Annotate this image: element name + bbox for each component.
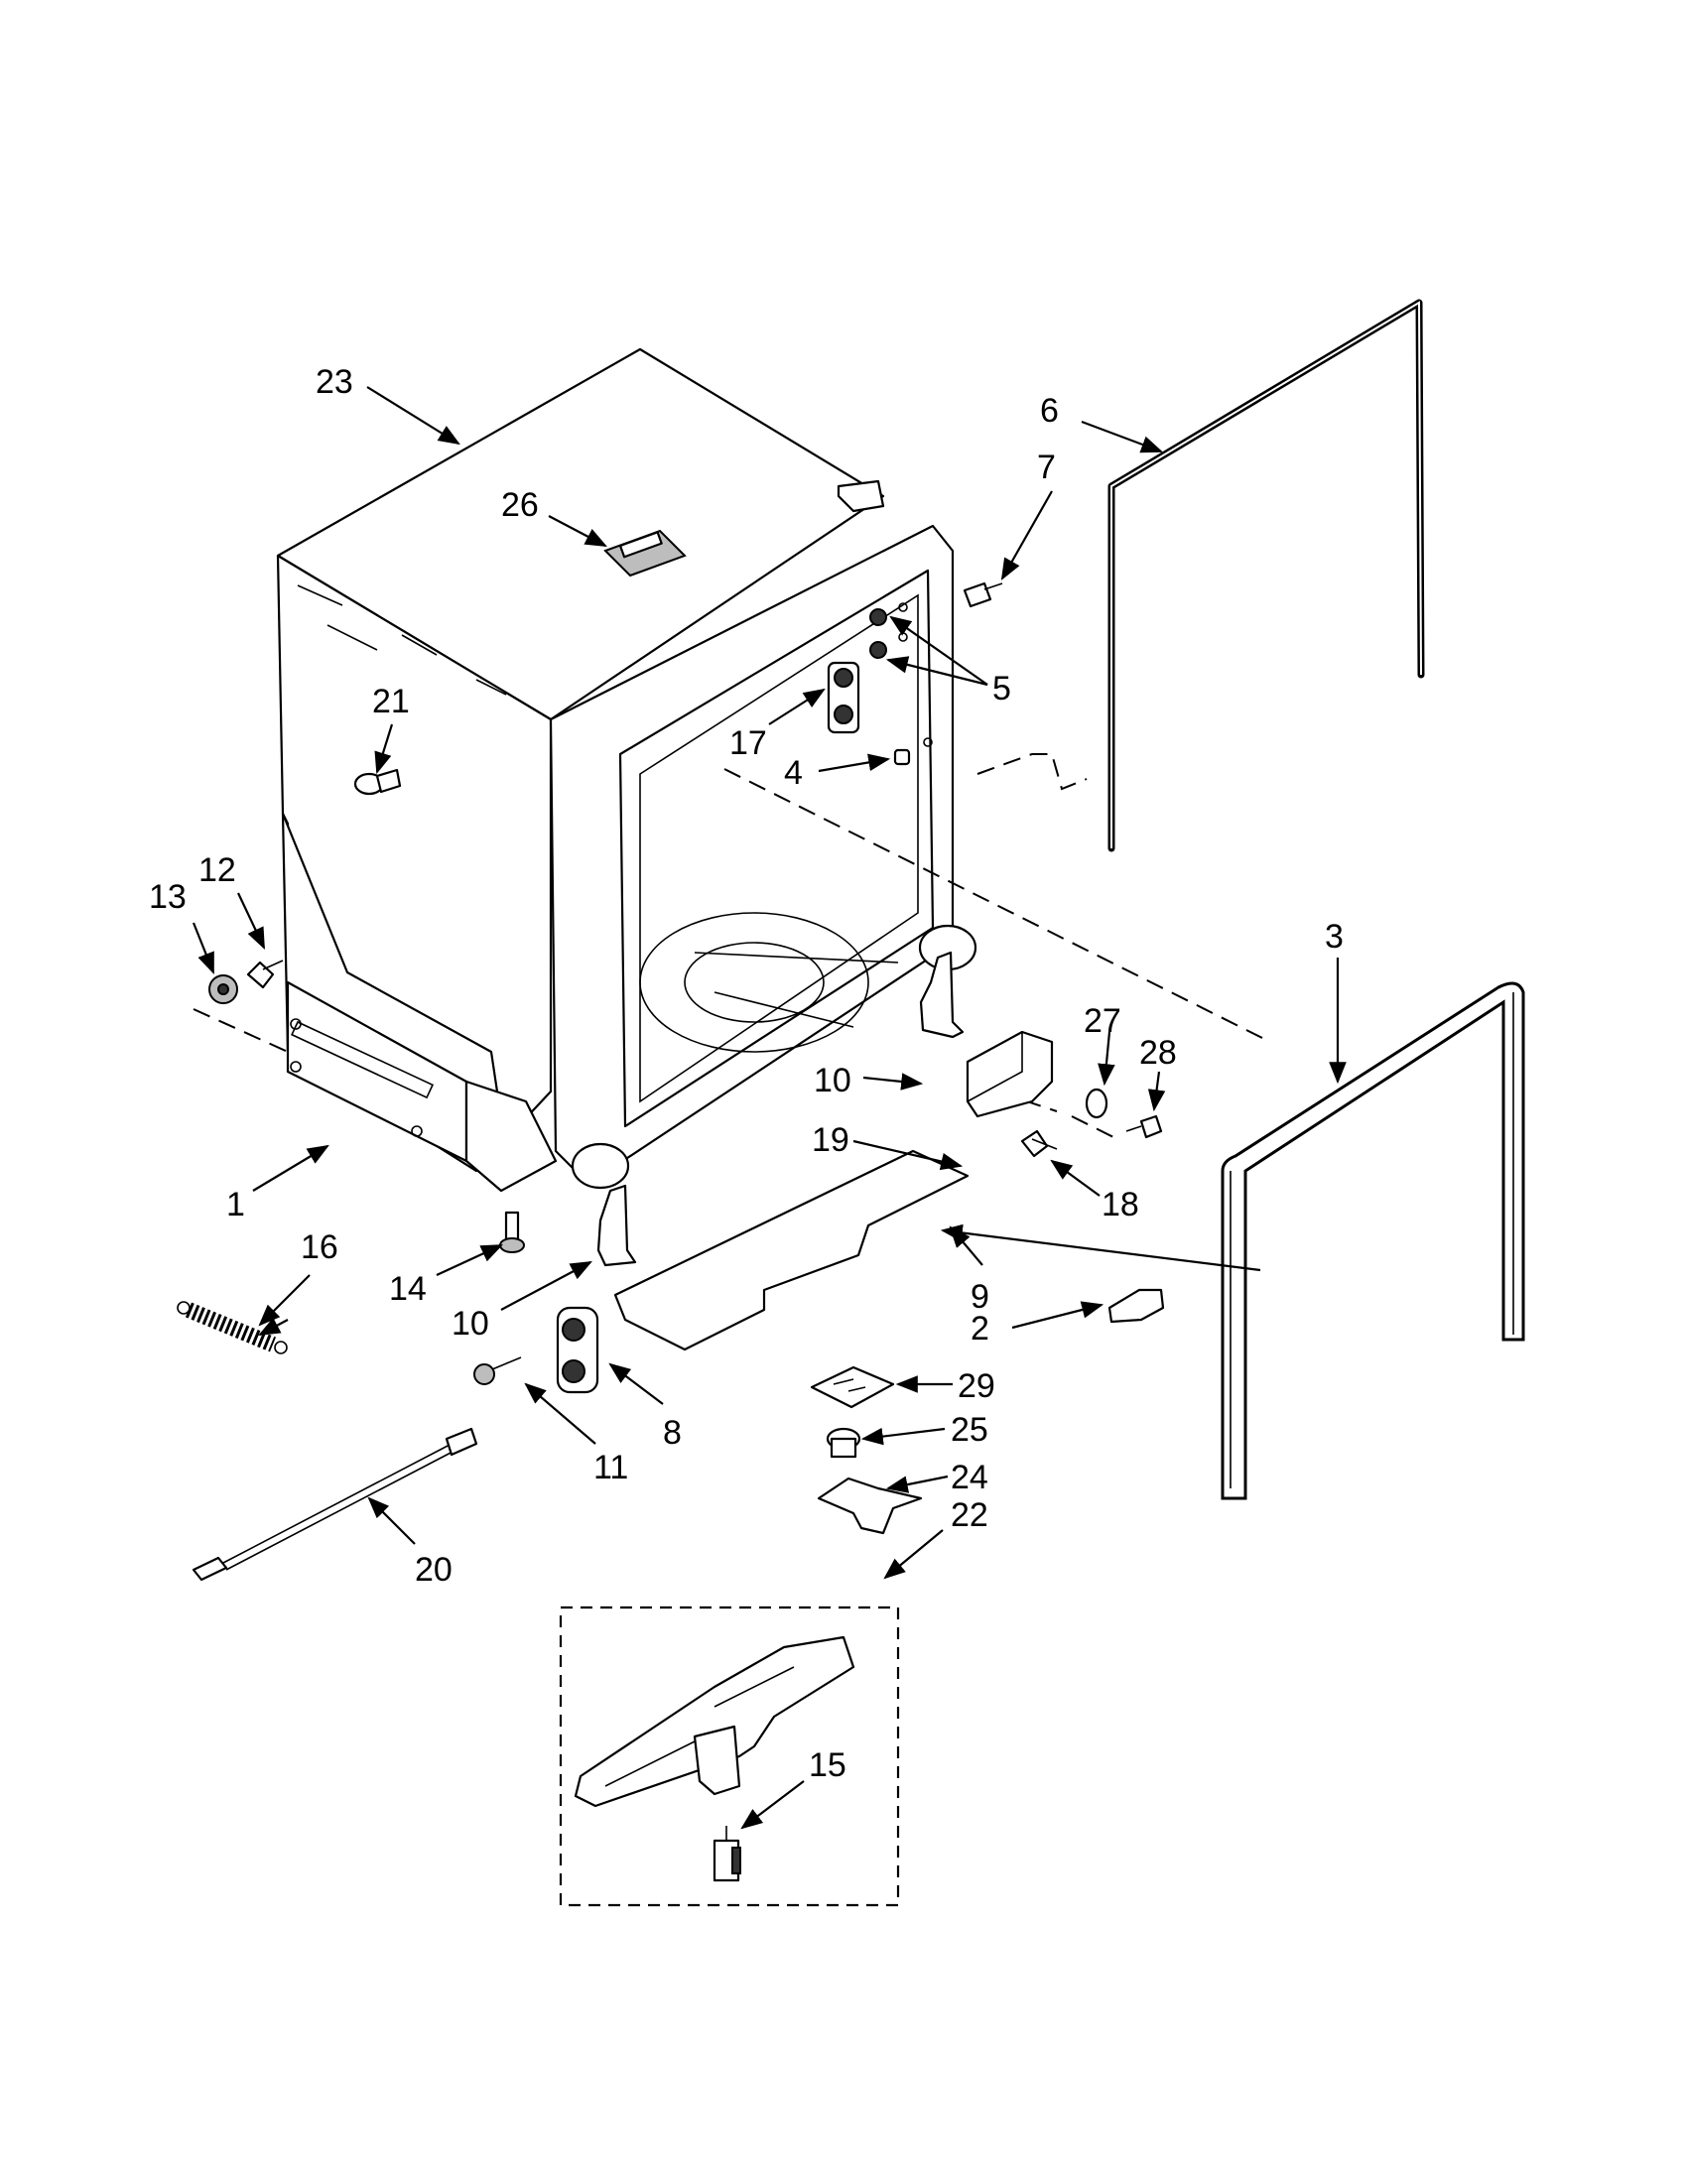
callout-7: 7 (1037, 449, 1056, 486)
alignment-line (193, 1008, 289, 1053)
part-11-screw (473, 1356, 522, 1385)
alignment-line (723, 768, 1271, 1043)
callout-11: 11 (593, 1449, 628, 1486)
part-28-screw (1125, 1114, 1163, 1139)
part-10-lower-bracket (596, 1184, 637, 1267)
callout-14: 14 (389, 1270, 427, 1308)
part-5-washers (869, 602, 908, 659)
callout-6: 6 (1040, 392, 1059, 430)
part-8-hinge-bracket (556, 1306, 599, 1394)
callout-23: 23 (316, 363, 353, 401)
callout-12: 12 (198, 851, 236, 889)
callouts: 23 26 21 6 7 5 17 4 3 12 13 10 27 28 19 … (149, 363, 1347, 1830)
tub-assembly (276, 347, 977, 1193)
part-26-label (603, 529, 687, 578)
callout-21: 21 (372, 683, 410, 720)
callout-8: 8 (663, 1414, 682, 1452)
part-7-screw (963, 581, 1003, 608)
callout-10-lower: 10 (452, 1305, 489, 1343)
part-25-switch (826, 1427, 861, 1459)
part-24-bracket (817, 1477, 923, 1535)
part-14-leg (499, 1211, 525, 1253)
part-20-cable (192, 1427, 478, 1582)
callout-28: 28 (1139, 1034, 1177, 1072)
callout-19: 19 (812, 1121, 849, 1159)
callout-3: 3 (1325, 918, 1344, 956)
part-19-cover (966, 1030, 1054, 1118)
part-17-hinge-bracket (827, 661, 860, 734)
part-10-upper-bracket (919, 951, 965, 1039)
part-13-nut (208, 974, 238, 1004)
callout-25: 25 (951, 1411, 988, 1449)
callout-2: 2 (971, 1310, 989, 1348)
callout-5: 5 (992, 670, 1011, 707)
part-6-gasket (1107, 299, 1425, 852)
callout-1: 1 (226, 1186, 245, 1223)
callout-16: 16 (301, 1228, 338, 1266)
callout-15: 15 (809, 1746, 846, 1784)
callout-24: 24 (951, 1459, 988, 1496)
callout-17: 17 (729, 724, 767, 762)
part-18-screw (1020, 1129, 1058, 1158)
part-22-float-assembly (574, 1635, 855, 1808)
callout-20: 20 (415, 1551, 453, 1589)
part-2-clip (1107, 1288, 1165, 1324)
callout-18: 18 (1102, 1186, 1139, 1223)
callout-9: 9 (971, 1278, 989, 1316)
callout-13: 13 (149, 878, 187, 916)
part-4-bumper (893, 737, 933, 766)
part-12-screw (246, 960, 284, 989)
part-15-switch (713, 1826, 741, 1882)
callout-22: 22 (951, 1496, 988, 1534)
part-9-shield (613, 1149, 970, 1351)
part-29-pad (810, 1365, 895, 1409)
part-16-spring (177, 1301, 288, 1354)
part-27-clip (1085, 1088, 1108, 1119)
part-3-gasket (1221, 981, 1525, 1500)
callout-4: 4 (784, 754, 803, 792)
callout-10-upper: 10 (814, 1062, 851, 1099)
callout-27: 27 (1084, 1002, 1121, 1040)
part-22-group-box (559, 1606, 900, 1907)
callout-26: 26 (501, 486, 539, 524)
alignment-line (976, 753, 1088, 791)
callout-29: 29 (958, 1367, 995, 1405)
